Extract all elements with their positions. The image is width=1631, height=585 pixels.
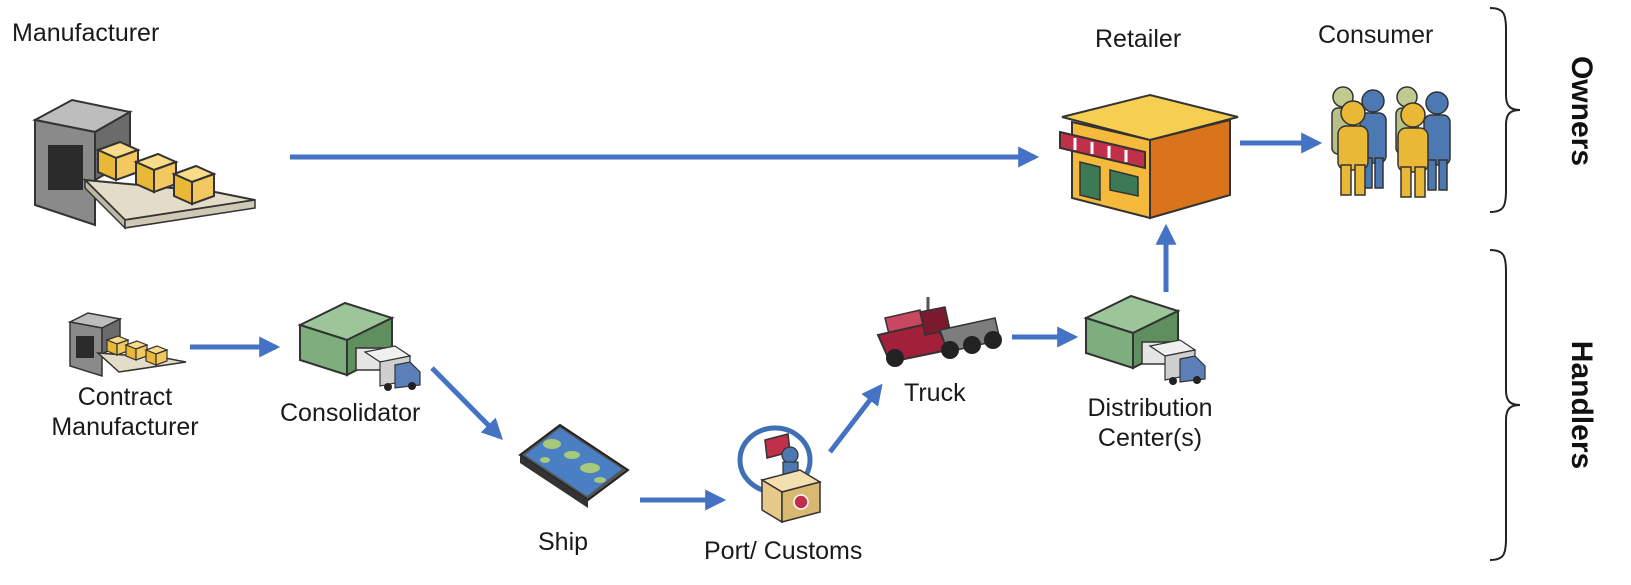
distribution-center-line1: Distribution [1087,394,1213,422]
consumer-label: Consumer [1318,21,1434,49]
truck-icon [876,297,1002,367]
customs-icon [737,425,822,524]
map-icon [518,423,630,508]
handlers-brace [1489,249,1521,561]
arrow-port-to-truck [828,383,883,454]
warehouse-icon-distribution [1083,294,1206,385]
retailer-label: Retailer [1095,25,1182,53]
conveyor-icon [32,98,256,230]
consolidator-label: Consolidator [280,399,421,427]
warehouse-icon [297,301,421,391]
arrow-consolidator-to-ship [430,366,503,440]
store-icon [1059,93,1239,220]
handlers-group-label: Handlers [1565,340,1598,470]
flow-arrows [190,132,1323,511]
manufacturer-label: Manufacturer [12,19,160,47]
people-icon [1331,86,1451,198]
owners-group-label: Owners [1565,55,1598,167]
conveyor-icon-small [67,312,187,378]
contract-manufacturer-line2: Manufacturer [51,413,199,441]
contract-manufacturer-line1: Contract [77,383,173,411]
distribution-center-label: Distribution Center(s) [1060,393,1240,453]
ship-label: Ship [538,528,589,556]
owners-brace [1489,7,1521,213]
distribution-center-line2: Center(s) [1097,424,1203,452]
port-customs-label: Port/ Customs [704,537,863,565]
contract-manufacturer-label: Contract Manufacturer [40,382,210,442]
truck-label: Truck [904,379,966,407]
